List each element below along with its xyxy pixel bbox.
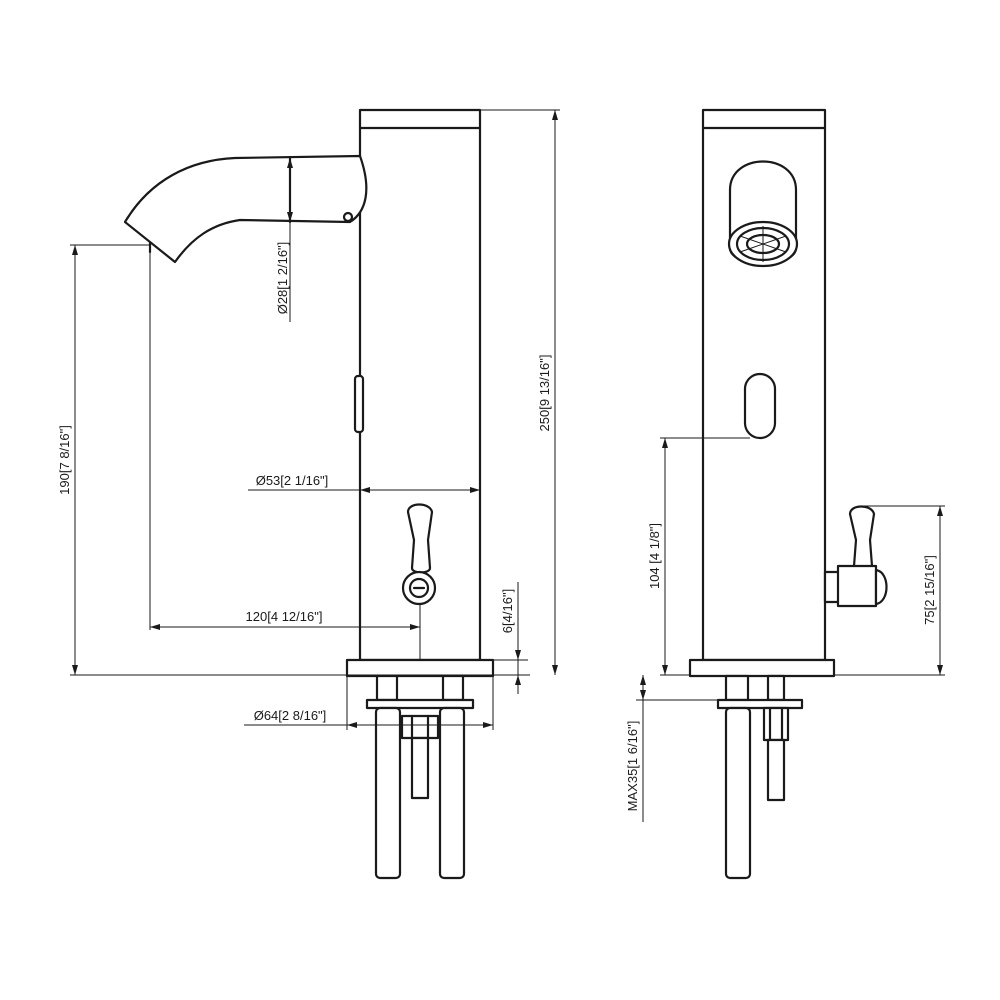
dim-handle-height: 75[2 15/16"] (834, 505, 945, 676)
max-deck-thickness-label: MAX35[1 6/16"] (625, 721, 640, 812)
handle-height-label: 75[2 15/16"] (922, 555, 937, 625)
temperature-handle-front (823, 505, 888, 608)
base-plate (345, 658, 495, 678)
spout-diameter-label: Ø28[1 2/16"] (275, 242, 290, 315)
spout-reach-label: 120[4 12/16"] (246, 609, 323, 624)
front-view: 104 [4 1/8"] 75[2 15/16"] MAX35[1 6/16"] (625, 108, 945, 880)
base-thickness-label: 6[4/16"] (500, 589, 515, 633)
dim-overall-height: 250[9 13/16"] (480, 109, 560, 675)
overall-height-label: 250[9 13/16"] (537, 355, 552, 432)
dim-max-deck-thickness: MAX35[1 6/16"] (625, 675, 718, 822)
dim-body-diameter: Ø53[2 1/16"] (248, 473, 480, 493)
dim-sensor-height: 104 [4 1/8"] (647, 437, 750, 676)
dim-base-thickness: 6[4/16"] (493, 582, 528, 694)
dim-spout-reach: 120[4 12/16"] (149, 250, 421, 660)
spout (123, 154, 368, 264)
mounting-hardware-front (716, 674, 804, 880)
spout-outlet (727, 160, 799, 268)
spout-height-label: 190[7 8/16"] (57, 425, 72, 495)
mounting-hardware-side (365, 674, 475, 880)
side-view: 250[9 13/16"] 190[7 8/16"] Ø28[1 2/16"] … (57, 108, 560, 880)
sensor-height-label: 104 [4 1/8"] (647, 523, 662, 589)
temperature-handle (401, 503, 437, 606)
sensor-window-front (743, 372, 777, 440)
body-diameter-label: Ø53[2 1/16"] (256, 473, 329, 488)
base-diameter-label: Ø64[2 8/16"] (254, 708, 327, 723)
dim-base-diameter: Ø64[2 8/16"] (244, 676, 494, 730)
dim-spout-height: 190[7 8/16"] (57, 244, 150, 675)
dim-spout-diameter: Ø28[1 2/16"] (275, 158, 293, 322)
sensor-window-side (353, 374, 365, 434)
base-plate-front (688, 658, 836, 678)
